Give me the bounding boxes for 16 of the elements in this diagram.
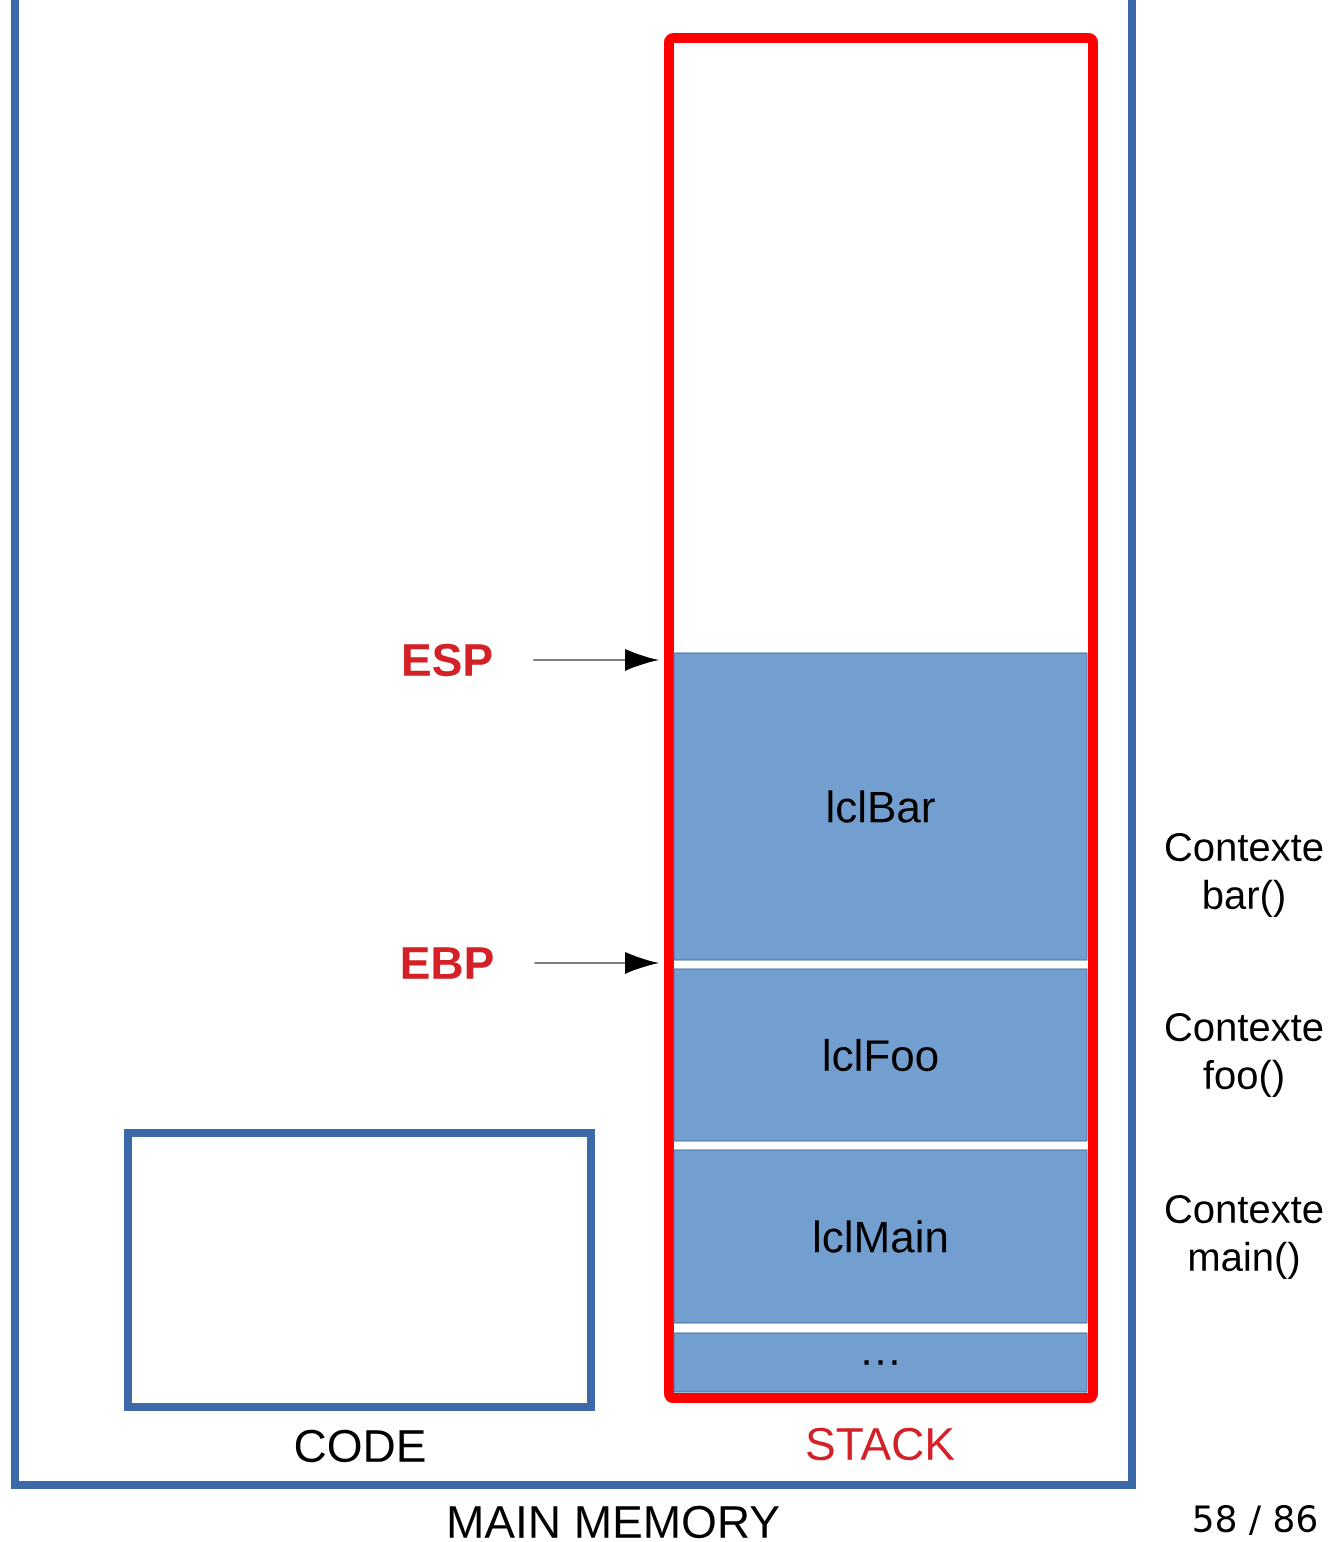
context-label: Contexte bar() <box>1166 832 1323 918</box>
stack-frame: lclBar <box>673 652 1088 961</box>
context-label: Contexte foo() <box>1166 1012 1323 1098</box>
node-label: MAIN MEMORY <box>449 1505 779 1539</box>
code-box: CODE <box>124 1129 595 1463</box>
arrow <box>534 952 658 974</box>
node-label: STACK <box>807 1427 955 1461</box>
stack-frame: … <box>673 1332 1088 1393</box>
register-label: EBP <box>402 947 493 979</box>
page-number: 58 / 86 <box>1194 1505 1316 1536</box>
stack-frame: lclFoo <box>673 968 1088 1142</box>
context-label: Contexte main() <box>1166 1194 1323 1280</box>
register-label: ESP <box>404 643 492 677</box>
node-label: CODE <box>295 1429 425 1463</box>
arrow <box>532 649 658 671</box>
stack-frame: lclMain <box>673 1149 1088 1324</box>
